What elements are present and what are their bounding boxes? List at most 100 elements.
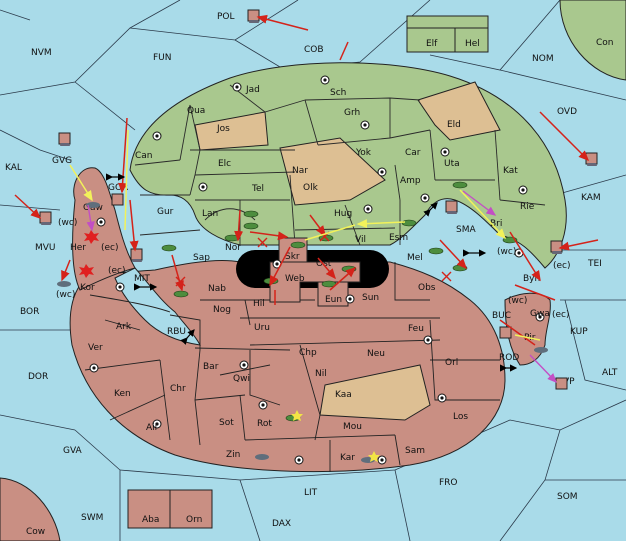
island-elf-hel xyxy=(406,15,489,53)
label-ken: Ken xyxy=(114,389,131,399)
label-fun: FUN xyxy=(153,53,172,63)
label-eld: Eld xyxy=(447,120,461,130)
label-tel: Tel xyxy=(251,184,264,194)
label-gaw: Gaw xyxy=(83,203,103,213)
fleet-icon xyxy=(247,9,260,23)
label-wc-1: (wc) xyxy=(58,218,77,228)
borders-north xyxy=(134,84,546,246)
label-mel: Mel xyxy=(407,253,423,263)
label-nvm: NVM xyxy=(31,48,52,58)
label-alt: ALT xyxy=(602,368,618,378)
label-chp: Chp xyxy=(299,348,317,358)
label-aba: Aba xyxy=(142,515,159,525)
label-nar: Nar xyxy=(292,166,308,176)
label-qwi: Qwi xyxy=(233,374,250,384)
label-tei: TEI xyxy=(587,259,602,269)
label-kaa: Kaa xyxy=(335,390,352,400)
label-gvg: GVG xyxy=(52,156,72,166)
label-sun: Sun xyxy=(362,293,379,303)
label-rod: ROD xyxy=(499,353,519,363)
label-mou: Mou xyxy=(343,422,362,432)
label-dor: DOR xyxy=(28,372,48,382)
label-bri: Bri xyxy=(490,219,502,229)
label-kat: Kat xyxy=(503,166,518,176)
label-rie: Rie xyxy=(520,202,535,212)
label-mvu: MVU xyxy=(35,243,56,253)
label-zin: Zin xyxy=(226,450,240,460)
label-orn: Orn xyxy=(186,515,202,525)
label-neu: Neu xyxy=(367,349,385,359)
label-rot: Rot xyxy=(257,419,272,429)
label-grh: Grh xyxy=(344,108,360,118)
label-dax: DAX xyxy=(272,519,291,529)
label-vil: Vil xyxy=(355,235,366,245)
fleet-icon xyxy=(555,377,568,390)
label-kar: Kar xyxy=(340,453,355,463)
label-sot: Sot xyxy=(219,418,234,428)
label-mit: MIT xyxy=(134,274,150,284)
label-pol: POL xyxy=(217,12,235,22)
label-rbu: RBU xyxy=(167,327,186,337)
label-car: Car xyxy=(405,148,421,158)
label-nog: Nog xyxy=(213,305,231,315)
label-som: SOM xyxy=(557,492,578,502)
label-elc: Elc xyxy=(218,159,231,169)
label-ec-3: (ec) xyxy=(108,266,126,276)
label-qua: Qua xyxy=(187,106,205,116)
label-elf: Elf xyxy=(426,39,438,49)
label-bar: Bar xyxy=(203,362,219,372)
label-wc-4: (wc) xyxy=(508,296,527,306)
label-chr: Chr xyxy=(170,384,186,394)
adjacency-arrows xyxy=(106,173,518,372)
label-ail: Ail xyxy=(146,423,157,433)
label-sma: SMA xyxy=(456,225,476,235)
label-eun: Eun xyxy=(325,295,342,305)
label-ovd: OVD xyxy=(557,107,577,117)
supply-centers xyxy=(89,75,545,465)
fleet-icon xyxy=(39,211,52,225)
label-her: Her xyxy=(70,243,86,253)
label-ec-4: (ec) xyxy=(552,310,570,320)
island-aba-orn xyxy=(127,489,213,529)
label-web: Web xyxy=(285,274,305,284)
label-swm: SWM xyxy=(81,513,103,523)
label-con: Con xyxy=(596,38,614,48)
failed-order-crosses xyxy=(175,231,452,287)
label-jad: Jad xyxy=(245,85,260,95)
label-ec-1: (ec) xyxy=(101,243,119,253)
label-kor: Kor xyxy=(80,283,95,293)
label-wc-3: (wc) xyxy=(497,247,516,257)
region-eld[interactable] xyxy=(417,81,501,141)
label-nom: NOM xyxy=(532,54,554,64)
label-lit: LIT xyxy=(304,488,318,498)
label-nab: Nab xyxy=(208,284,226,294)
label-sch: Sch xyxy=(330,88,346,98)
dislodged-markers xyxy=(79,230,99,278)
fleet-icon xyxy=(58,132,71,146)
label-feu: Feu xyxy=(408,324,424,334)
label-hil: Hil xyxy=(253,299,265,309)
fleet-icon xyxy=(550,240,563,254)
label-orl: Orl xyxy=(445,358,458,368)
label-obs: Obs xyxy=(418,283,436,293)
province-labels: POL NVM FUN COB Elf Hel NOM Con Jad Sch … xyxy=(5,12,618,537)
label-cob: COB xyxy=(304,45,324,55)
label-nil: Nil xyxy=(315,369,327,379)
label-can: Can xyxy=(135,151,153,161)
borders-south xyxy=(84,262,500,472)
orders-magenta xyxy=(86,190,557,384)
label-sam: Sam xyxy=(405,446,425,456)
label-esm: Esm xyxy=(389,233,408,243)
label-jos: Jos xyxy=(216,124,230,134)
fleet-icon xyxy=(445,200,458,214)
label-lan: Lan xyxy=(202,209,218,219)
label-gur: Gur xyxy=(157,207,174,217)
label-uru: Uru xyxy=(254,323,270,333)
label-los: Los xyxy=(453,412,468,422)
label-uta: Uta xyxy=(444,159,460,169)
region-kaa[interactable] xyxy=(319,364,431,421)
label-sap: Sap xyxy=(193,253,210,263)
label-gva: GVA xyxy=(63,446,83,456)
region-olk-nar[interactable] xyxy=(279,137,386,206)
